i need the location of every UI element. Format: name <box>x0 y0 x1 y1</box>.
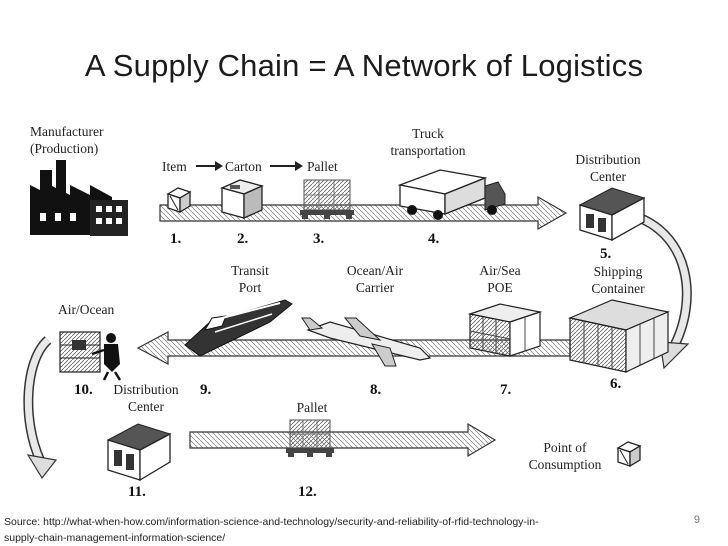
label-shipping-container-line1: Shipping <box>594 264 643 279</box>
air-ocean-worker-icon <box>59 331 122 381</box>
label-manufacturer-line2: (Production) <box>30 141 98 156</box>
label-carton: Carton <box>225 159 262 174</box>
arrow-row-2 <box>136 331 571 365</box>
truck-icon <box>397 169 506 220</box>
step-number-6: 6. <box>610 376 622 392</box>
curve-arrow-left <box>23 336 58 480</box>
poe-stacked-boxes-icon <box>467 303 543 357</box>
label-transit-port-line2: Port <box>239 280 262 295</box>
label-air-sea-poe-line2: POE <box>487 280 513 295</box>
label-distribution-center2-line1: Distribution <box>113 382 179 397</box>
step-number-9: 9. <box>200 382 212 398</box>
label-shipping-container-line2: Container <box>591 281 645 296</box>
step-number-12: 12. <box>298 484 317 500</box>
shipping-container-icon <box>568 299 670 373</box>
label-point-of-consumption-line2: Consumption <box>529 457 602 472</box>
label-transit-port-line1: Transit <box>231 263 269 278</box>
label-point-of-consumption-line1: Point of <box>543 440 587 455</box>
label-pallet-bottom: Pallet <box>297 400 328 415</box>
label-pallet-top: Pallet <box>307 159 338 174</box>
step-number-10: 10. <box>74 382 93 398</box>
step-number-11: 11. <box>128 484 146 500</box>
step-number-5: 5. <box>600 246 612 262</box>
ship-icon <box>184 299 293 357</box>
source-citation: Source: http://what-when-how.com/informa… <box>4 516 539 544</box>
label-ocean-air-carrier-line2: Carrier <box>356 280 395 295</box>
curve-arrow-right <box>626 209 692 370</box>
label-item: Item <box>162 159 187 174</box>
distribution-center-icon <box>578 187 646 242</box>
step-number-8: 8. <box>370 382 382 398</box>
label-truck-line2: transportation <box>391 143 466 158</box>
arrow-row-3 <box>189 422 497 458</box>
step-number-2: 2. <box>237 231 249 247</box>
pallet-icon-top <box>300 179 354 219</box>
label-distribution-center-line1: Distribution <box>575 152 641 167</box>
step-number-7: 7. <box>500 382 512 398</box>
distribution-center2-icon <box>106 423 172 482</box>
slide-title: A Supply Chain = A Network of Logistics <box>84 48 644 83</box>
label-truck-line1: Truck <box>412 126 444 141</box>
page-number: 9 <box>693 514 700 526</box>
pallet-icon-bottom <box>286 419 334 457</box>
carton-pallet-arrow <box>270 161 303 171</box>
label-distribution-center-line2: Center <box>590 169 626 184</box>
label-ocean-air-carrier-line1: Ocean/Air <box>347 263 404 278</box>
factory-icon <box>30 160 128 236</box>
step-number-3: 3. <box>313 231 325 247</box>
consumption-box-icon <box>616 441 642 468</box>
step-number-1: 1. <box>170 231 182 247</box>
label-distribution-center2-line2: Center <box>128 399 164 414</box>
carton-icon <box>220 179 264 220</box>
label-air-ocean: Air/Ocean <box>58 302 114 317</box>
step-number-4: 4. <box>428 231 440 247</box>
label-air-sea-poe-line1: Air/Sea <box>479 263 520 278</box>
item-carton-arrow <box>196 161 223 171</box>
label-manufacturer-line1: Manufacturer <box>30 124 104 139</box>
airplane-icon <box>301 317 432 367</box>
item-box-icon <box>166 187 192 214</box>
